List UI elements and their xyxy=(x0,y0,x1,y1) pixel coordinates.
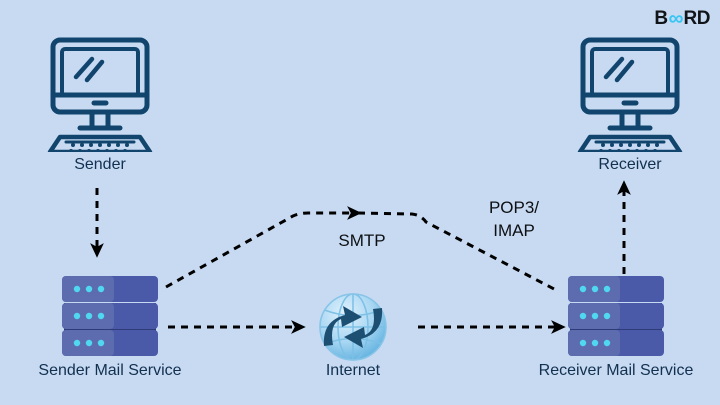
logo-suffix: RD xyxy=(683,7,711,29)
pop3-imap-label-line2: IMAP xyxy=(493,220,535,240)
pop3-imap-label: POP3/ IMAP xyxy=(462,197,566,243)
sender-label: Sender xyxy=(74,156,126,173)
smtp-label: SMTP xyxy=(312,230,412,253)
board-logo: B∞RD xyxy=(654,6,710,30)
logo-prefix: B xyxy=(654,7,668,29)
desktop-computer-icon xyxy=(40,32,160,155)
infinity-symbol-icon: ∞ xyxy=(668,6,684,30)
pop3-imap-label-line1: POP3/ xyxy=(488,198,540,217)
server-rack-icon xyxy=(62,275,158,357)
receiver-label: Receiver xyxy=(598,156,662,173)
sender-mail-service-label: Sender Mail Service xyxy=(38,362,182,379)
smtp-label-line1: SMTP xyxy=(338,231,386,250)
server-rack-icon xyxy=(568,275,664,357)
receiver-mail-service-label: Receiver Mail Service xyxy=(538,362,694,379)
internet-label: Internet xyxy=(325,362,381,379)
desktop-computer-icon xyxy=(570,32,690,155)
globe-network-icon xyxy=(316,290,390,364)
